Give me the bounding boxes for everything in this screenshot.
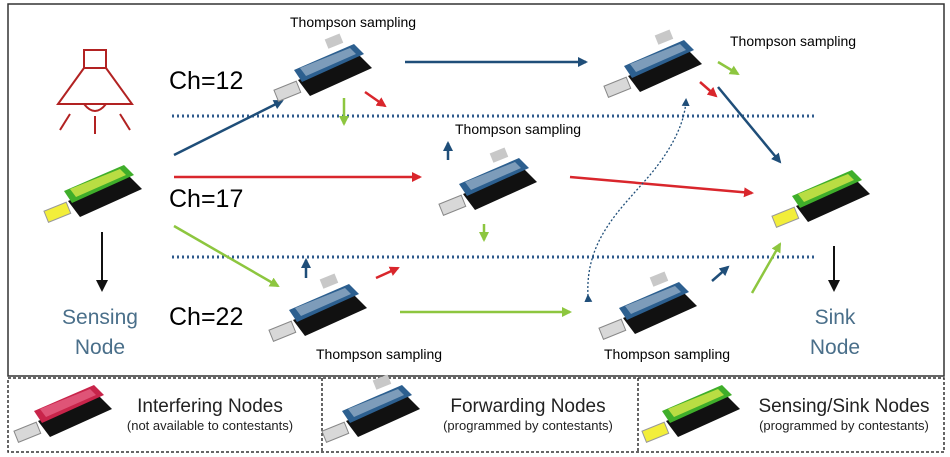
forwarding-node-ch12-b <box>603 28 703 98</box>
forwarding-node-ch12-a <box>273 32 373 102</box>
thompson-label-mid: Thompson sampling <box>455 121 582 137</box>
channel-label-12: Ch=12 <box>169 67 244 95</box>
forwarding-node-ch17 <box>438 146 538 216</box>
diagram-border <box>7 3 945 377</box>
forwarding-node-ch22-b <box>598 270 698 340</box>
legend-sensing-sink-board-icon <box>641 384 741 443</box>
legend-interfering: Interfering Nodes (not available to cont… <box>126 396 294 433</box>
legend-forwarding: Forwarding Nodes (programmed by contesta… <box>443 396 613 433</box>
legend-interfering-board-icon <box>13 384 113 443</box>
channel-label-17: Ch=17 <box>169 185 244 213</box>
thompson-label-top2: Thompson sampling <box>730 33 857 49</box>
arrows <box>96 57 840 317</box>
thompson-label-top1: Thompson sampling <box>290 14 417 30</box>
channel-label-22: Ch=22 <box>169 303 244 331</box>
legend-forwarding-board-icon <box>321 373 421 443</box>
thompson-label-bot1: Thompson sampling <box>316 346 443 362</box>
legend-sensing-sink: Sensing/Sink Nodes (programmed by contes… <box>758 396 930 433</box>
legend-border <box>7 377 945 453</box>
sink-node-board <box>771 169 871 228</box>
sensing-node-board <box>43 164 143 223</box>
sensing-node-label: Sensing Node <box>62 306 138 359</box>
lamp-icon <box>56 49 134 134</box>
sink-node-label: Sink Node <box>809 306 861 359</box>
forwarding-node-ch22-a <box>268 272 368 342</box>
thompson-label-bot2: Thompson sampling <box>604 346 731 362</box>
